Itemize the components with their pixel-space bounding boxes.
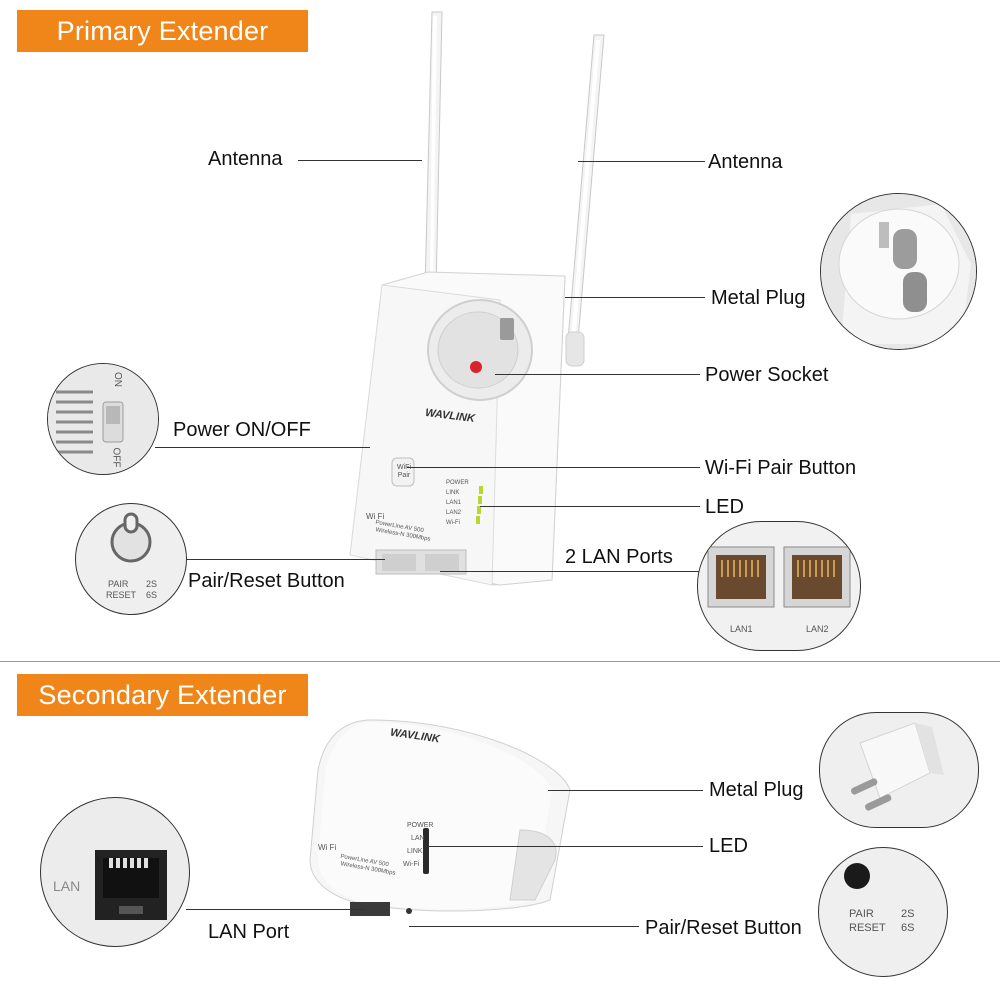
primary-led-label: LAN2 <box>446 510 462 516</box>
secondary-led-label: Wi-Fi <box>403 861 420 868</box>
leader-led-secondary <box>428 846 703 847</box>
secondary-led-label: LAN <box>411 835 425 842</box>
label-led-secondary: LED <box>709 835 748 857</box>
lan-port-detail: LAN <box>40 797 190 947</box>
label-led-primary: LED <box>705 496 744 518</box>
secondary-wifi-mark: Wi Fi <box>318 843 337 852</box>
label-lan-port: LAN Port <box>208 921 290 943</box>
leader-lan-ports <box>440 571 702 572</box>
power-switch-detail: ON OFF <box>47 363 159 475</box>
label-metal-plug-secondary: Metal Plug <box>709 779 804 801</box>
lan-detail-label: LAN <box>53 878 81 894</box>
leader-antenna-right <box>578 161 705 162</box>
pair-label-primary: PAIR <box>108 579 129 589</box>
leader-power-socket <box>495 374 700 375</box>
label-power-socket: Power Socket <box>705 364 829 386</box>
pair-reset-detail-secondary: PAIR RESET 2S 6S <box>818 847 948 977</box>
leader-power-onoff <box>155 447 370 448</box>
metal-plug-detail-primary <box>820 193 977 350</box>
lan1-label: LAN1 <box>730 624 753 634</box>
t6-label-primary: 6S <box>146 590 158 600</box>
primary-wifi-pair-text: WiFi Pair <box>397 464 411 479</box>
label-pair-reset-primary: Pair/Reset Button <box>188 570 345 592</box>
pair-label-secondary: PAIR <box>849 908 874 920</box>
secondary-extender-banner: Secondary Extender <box>17 674 308 716</box>
secondary-led-label: LINK <box>407 848 423 855</box>
label-lan-ports: 2 LAN Ports <box>565 546 673 568</box>
primary-led-label: POWER <box>446 480 469 486</box>
primary-wifi-mark: Wi Fi <box>366 512 385 521</box>
label-antenna-right: Antenna <box>708 151 783 173</box>
reset-label-secondary: RESET <box>849 922 886 934</box>
t2-label-secondary: 2S <box>901 908 915 920</box>
secondary-led-label: POWER <box>407 822 434 829</box>
pair-reset-detail-primary: PAIR RESET 2S 6S <box>75 503 187 615</box>
label-pair-reset-secondary: Pair/Reset Button <box>645 917 802 939</box>
leader-wifi-pair <box>407 467 700 468</box>
primary-extender-banner: Primary Extender <box>17 10 308 52</box>
leader-lan-port-secondary <box>186 909 366 910</box>
leader-pair-reset-primary <box>185 559 385 560</box>
lan-ports-detail: LAN1 LAN2 <box>697 521 861 651</box>
reset-label-primary: RESET <box>106 590 137 600</box>
label-wifi-pair: Wi-Fi Pair Button <box>705 457 857 479</box>
leader-metal-plug <box>565 297 705 298</box>
t6-label-secondary: 6S <box>901 922 915 934</box>
label-antenna-left: Antenna <box>208 148 283 170</box>
leader-pair-reset-secondary <box>409 926 639 927</box>
lan2-label: LAN2 <box>806 624 829 634</box>
leader-antenna-left <box>298 160 422 161</box>
primary-led-label: LINK <box>446 490 460 496</box>
leader-metal-plug-secondary <box>548 790 703 791</box>
metal-plug-detail-secondary <box>819 712 979 828</box>
secondary-extender-title: Secondary Extender <box>38 679 287 710</box>
primary-led-label: Wi-Fi <box>446 520 460 526</box>
primary-extender-device <box>349 11 605 586</box>
section-divider <box>0 661 1000 662</box>
primary-extender-title: Primary Extender <box>56 15 269 46</box>
label-power-onoff: Power ON/OFF <box>173 419 311 441</box>
leader-led-primary <box>480 506 700 507</box>
label-metal-plug-primary: Metal Plug <box>711 287 806 309</box>
primary-led-label: LAN1 <box>446 500 462 506</box>
t2-label-primary: 2S <box>146 579 158 589</box>
